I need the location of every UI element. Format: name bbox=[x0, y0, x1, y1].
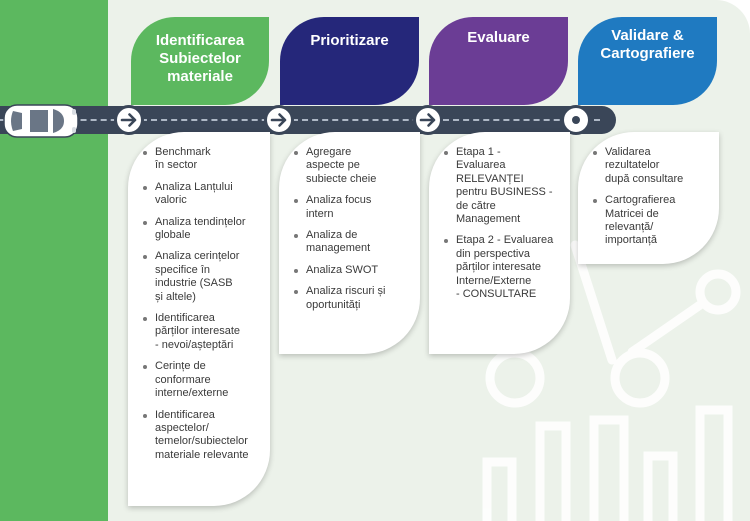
arrow-right-icon bbox=[264, 105, 294, 135]
list-item: Cerințe de conformare interne/externe bbox=[142, 360, 266, 400]
item-list: Validarea rezultatelor după consultare C… bbox=[578, 132, 719, 248]
list-item: Etapa 2 - Evaluarea din perspectiva părț… bbox=[443, 234, 566, 301]
stage-evaluare: Evaluare bbox=[429, 17, 568, 105]
list-item: Analiza cerințelor specifice în industri… bbox=[142, 250, 266, 304]
list-item: Benchmark în sector bbox=[142, 146, 266, 173]
car-icon bbox=[3, 104, 79, 138]
stage-title: Prioritizare bbox=[310, 32, 389, 49]
list-item: Analiza Lanțului valoric bbox=[142, 181, 266, 208]
stage-validare: Validare & Cartografiere bbox=[578, 17, 717, 105]
dot-icon bbox=[561, 105, 591, 135]
list-item: Analiza tendințelor globale bbox=[142, 216, 266, 243]
item-list: Benchmark în sector Analiza Lanțului val… bbox=[128, 132, 270, 462]
road-center-line bbox=[0, 119, 600, 121]
list-item: Validarea rezultatelor după consultare bbox=[592, 146, 715, 186]
list-item: Identificarea părților interesate - nevo… bbox=[142, 312, 266, 352]
stage-identificarea: Identificarea Subiectelor materiale bbox=[131, 17, 269, 105]
list-item: Cartografierea Matricei de relevanță/ im… bbox=[592, 194, 715, 248]
list-item: Agregare aspecte pe subiecte cheie bbox=[293, 146, 416, 186]
card-prioritizare: Agregare aspecte pe subiecte cheie Anali… bbox=[279, 132, 420, 354]
arrow-right-icon bbox=[413, 105, 443, 135]
card-validare: Validarea rezultatelor după consultare C… bbox=[578, 132, 719, 264]
item-list: Agregare aspecte pe subiecte cheie Anali… bbox=[279, 132, 420, 312]
stage-title: Validare & Cartografiere bbox=[600, 27, 695, 62]
list-item: Etapa 1 - Evaluarea RELEVANȚEI pentru BU… bbox=[443, 146, 566, 226]
list-item: Identificarea aspectelor/ temelor/subiec… bbox=[142, 409, 266, 463]
stage-title: Evaluare bbox=[467, 29, 530, 46]
stage-title: Identificarea Subiectelor materiale bbox=[155, 32, 245, 85]
list-item: Analiza SWOT bbox=[293, 264, 416, 277]
left-green-band bbox=[0, 0, 108, 521]
arrow-right-icon bbox=[114, 105, 144, 135]
stage-prioritizare: Prioritizare bbox=[280, 17, 419, 105]
card-evaluare: Etapa 1 - Evaluarea RELEVANȚEI pentru BU… bbox=[429, 132, 570, 354]
list-item: Analiza de management bbox=[293, 229, 416, 256]
list-item: Analiza riscuri și oportunități bbox=[293, 285, 416, 312]
card-identificarea: Benchmark în sector Analiza Lanțului val… bbox=[128, 132, 270, 506]
item-list: Etapa 1 - Evaluarea RELEVANȚEI pentru BU… bbox=[429, 132, 570, 301]
list-item: Analiza focus intern bbox=[293, 194, 416, 221]
